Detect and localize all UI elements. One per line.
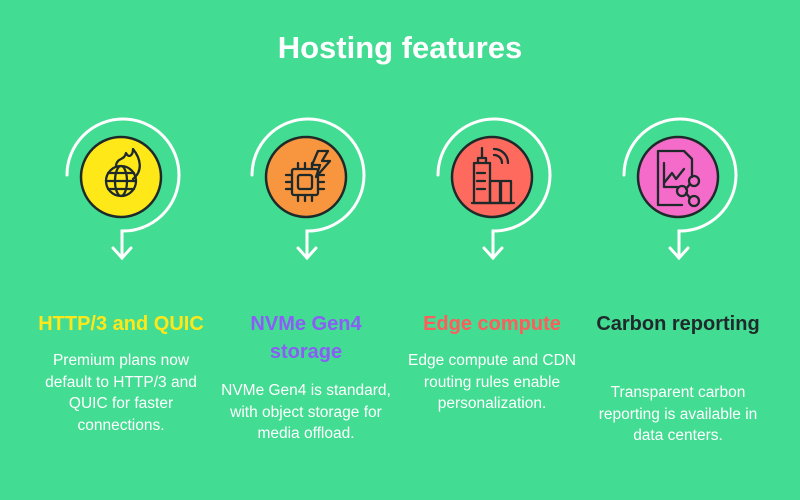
feature-description: Premium plans now default to HTTP/3 and … — [45, 352, 197, 434]
arc-arrow — [436, 117, 552, 261]
feature-heading: Edge compute — [423, 313, 561, 335]
arc-arrow — [65, 117, 181, 261]
feature-arc-arrow — [436, 117, 552, 261]
feature-heading: NVMe Gen4 storage — [250, 313, 362, 363]
page-title: Hosting features — [277, 30, 523, 65]
arc-arrow — [250, 117, 366, 261]
icon-circle — [79, 135, 163, 219]
feature-heading: Carbon reporting — [596, 313, 760, 335]
feature-heading: HTTP/3 and QUIC — [38, 313, 204, 335]
globe-flame-icon — [104, 147, 141, 198]
chip-lightning-icon — [284, 149, 332, 203]
feature-arc-arrow — [622, 117, 738, 261]
feature-description: NVMe Gen4 is standard, with object stora… — [221, 382, 391, 442]
feature-arc-arrow — [65, 117, 181, 261]
icon-circle — [264, 135, 348, 219]
city-signal-icon — [470, 146, 516, 205]
feature-arc-arrow — [250, 117, 366, 261]
feature-description: Transparent carbon reporting is availabl… — [598, 384, 758, 444]
arc-arrow — [622, 117, 738, 261]
icon-circle — [450, 135, 534, 219]
report-share-icon — [656, 149, 701, 208]
feature-description: Edge compute and CDN routing rules enabl… — [407, 352, 576, 412]
